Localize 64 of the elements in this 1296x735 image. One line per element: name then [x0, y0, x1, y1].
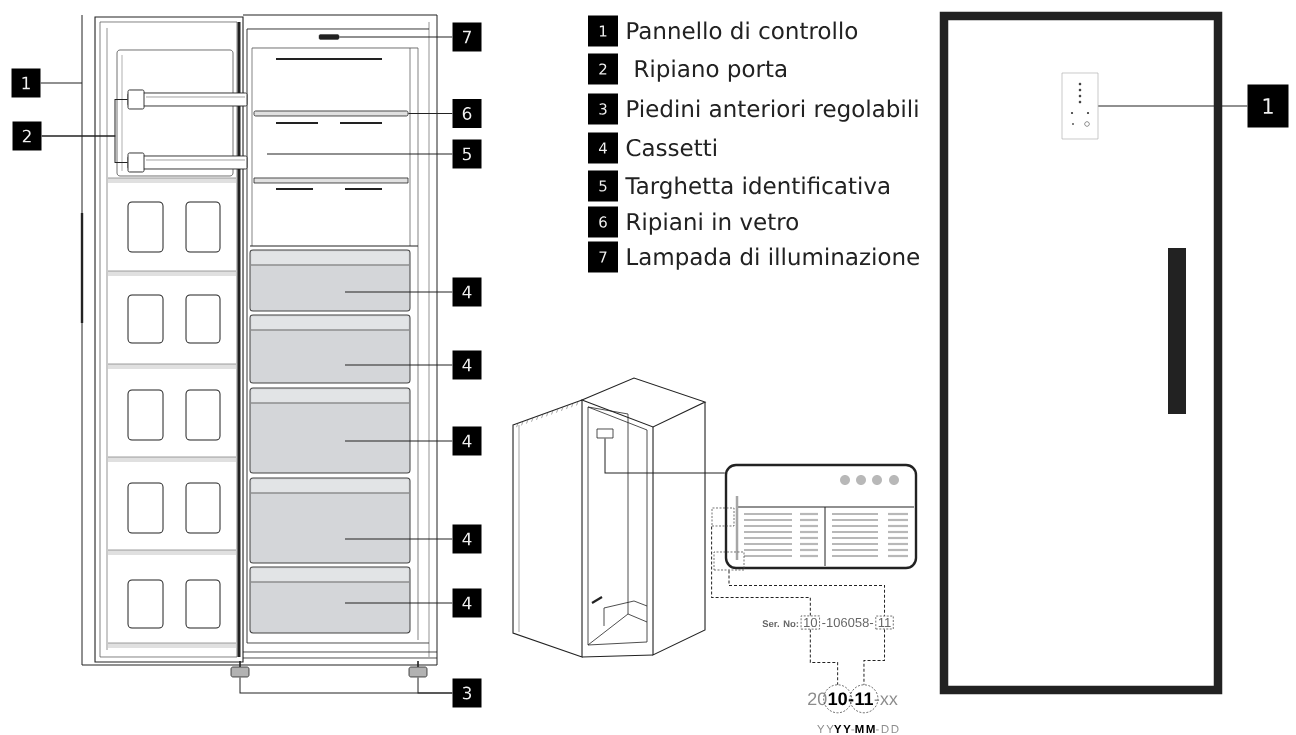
- drawer: [249, 387, 411, 474]
- part-name: Targhetta identificativa: [625, 176, 889, 199]
- callout-number: 3: [452, 678, 482, 708]
- lamp: [318, 34, 340, 40]
- serial-digits: 10: [800, 615, 820, 630]
- leader-line: [809, 629, 839, 686]
- leader-line: [41, 135, 129, 163]
- callout-number: 2: [588, 53, 618, 85]
- leader-line: [338, 36, 453, 38]
- callout-number: 3: [588, 93, 618, 125]
- callout-number: 1: [588, 15, 618, 47]
- control-panel: [1061, 72, 1099, 140]
- callout-number: 6: [588, 206, 618, 238]
- door-shelf: [127, 89, 248, 110]
- callout-number: 7: [588, 241, 618, 273]
- date-text: -: [848, 699, 854, 702]
- leader-line: [344, 364, 453, 366]
- plate-position: [596, 428, 614, 439]
- drawer: [249, 566, 411, 634]
- callout-number: 1: [11, 68, 41, 98]
- callout-number: 1: [1247, 84, 1289, 128]
- rating-plate: [724, 463, 918, 570]
- adjustable-foot: [230, 660, 250, 678]
- drawer: [249, 477, 411, 564]
- leader-line: [344, 291, 453, 293]
- callout-number: 7: [452, 22, 482, 52]
- callout-number: 4: [452, 588, 482, 618]
- callout-number: 5: [588, 170, 618, 202]
- drawer: [249, 249, 411, 312]
- leader-line: [344, 602, 453, 604]
- serial-digits: 11: [875, 615, 894, 630]
- leader-line: [344, 538, 453, 540]
- leader-line: [728, 569, 886, 617]
- leader-line: [1097, 105, 1248, 107]
- callout-number: 2: [12, 121, 42, 151]
- part-name: Pannello di controllo: [627, 21, 858, 40]
- date-format: YYYY-MM-DD: [817, 725, 899, 733]
- dashed-frame: [713, 551, 745, 571]
- adjustable-foot: [408, 660, 428, 678]
- serial-number: -106058-: [822, 617, 874, 628]
- dashed-frame: [711, 507, 735, 527]
- callout-number: 4: [452, 350, 482, 380]
- callout-number: 5: [452, 139, 482, 169]
- glass-shelf: [253, 110, 409, 117]
- drawer: [249, 314, 411, 384]
- leader-line: [417, 676, 453, 694]
- callout-number: 6: [452, 99, 482, 128]
- part-name: Ripiano porta: [635, 59, 786, 82]
- part-name: Ripiani in vetro: [627, 212, 798, 235]
- leader-line: [407, 113, 453, 114]
- leader-line: [863, 628, 886, 686]
- leader-line: [344, 440, 453, 442]
- part-name: Lampada di illuminazione: [627, 247, 919, 270]
- leader-line: [40, 82, 83, 84]
- leader-line: [604, 437, 726, 474]
- part-name: Cassetti: [626, 138, 716, 157]
- callout-number: 4: [452, 277, 482, 307]
- callout-number: 4: [452, 524, 482, 554]
- door-shelf: [127, 152, 248, 173]
- leader-line: [711, 525, 811, 616]
- leader-line: [266, 153, 453, 155]
- callout-number: 4: [588, 132, 618, 164]
- part-name: Piedini anteriori regolabili: [627, 99, 918, 122]
- callout-number: 4: [452, 426, 482, 456]
